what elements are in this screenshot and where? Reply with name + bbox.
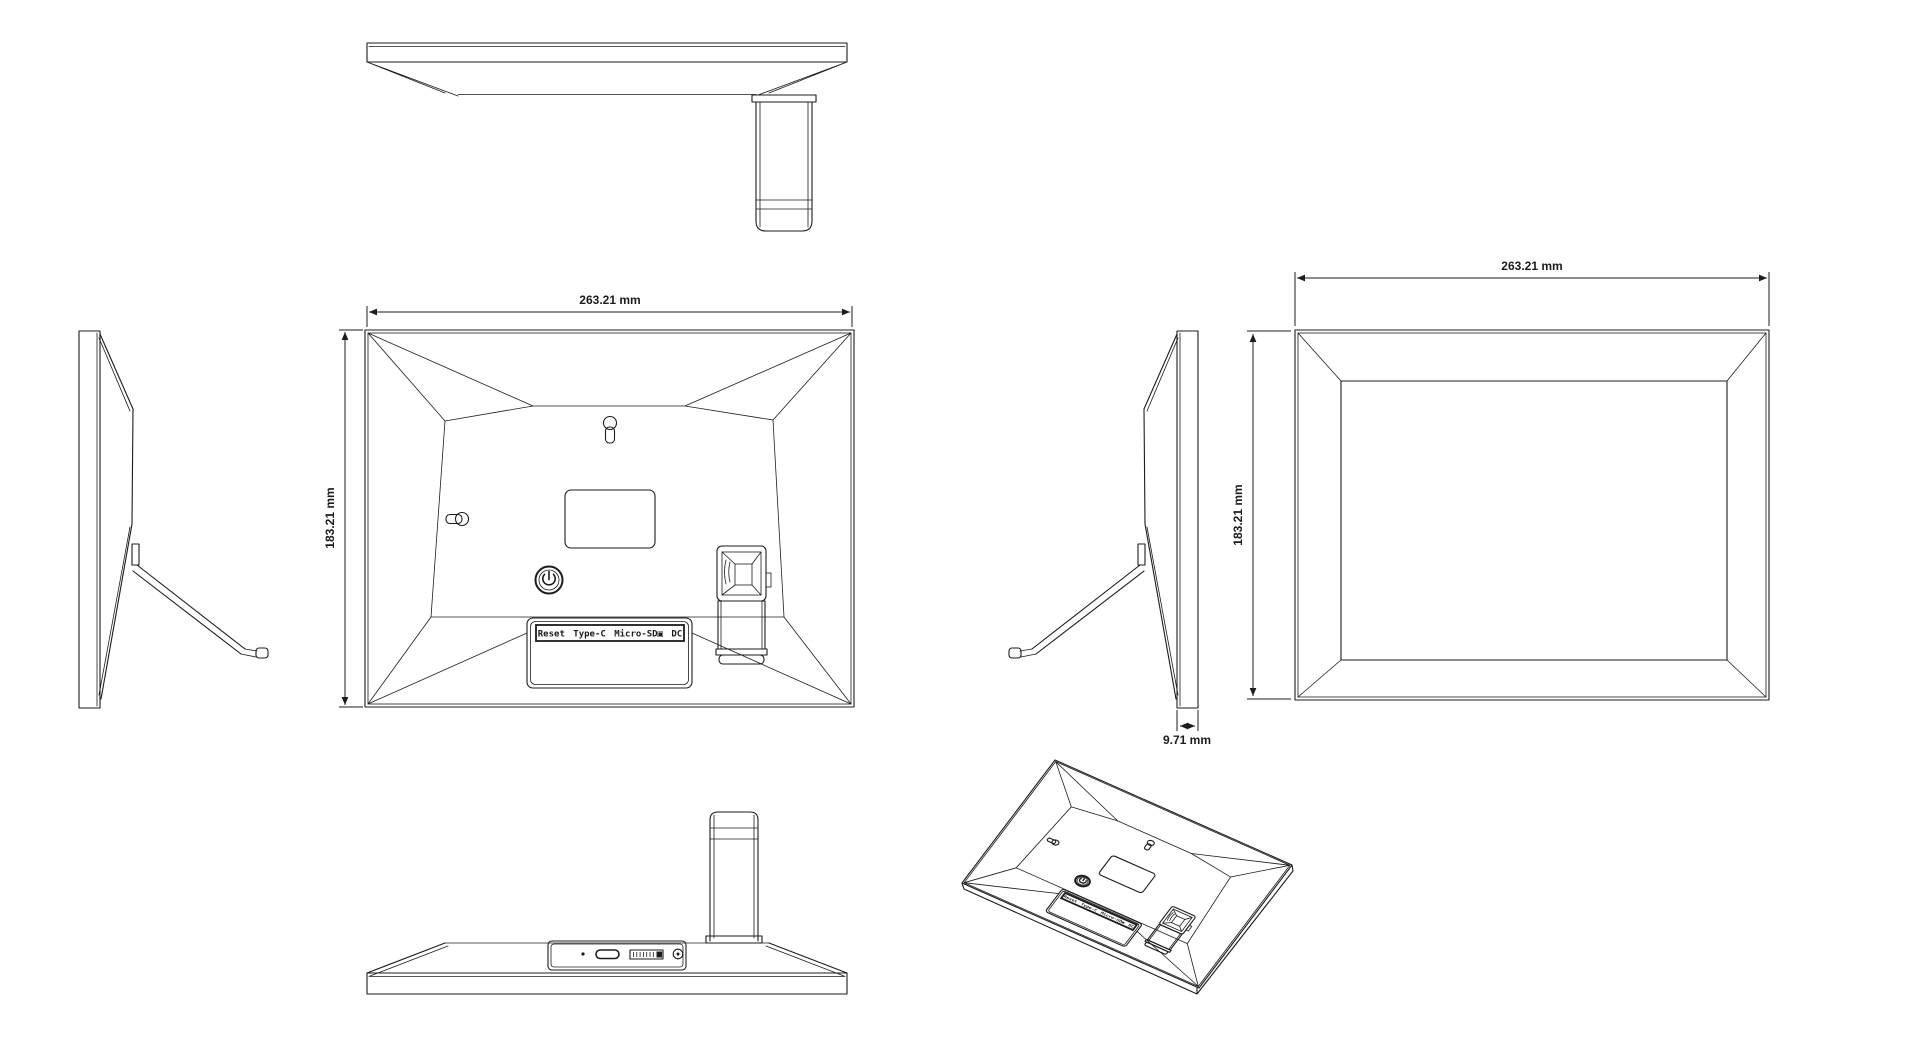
isometric-view: Reset Type-C Micro-SD▣ DC	[961, 760, 1294, 995]
front-height-label: 183.21 mm	[1231, 484, 1245, 545]
port-recess-back: Reset Type-C Micro-SD▣ DC	[526, 617, 693, 689]
stand-top-view	[751, 94, 817, 232]
stand-leg-side	[132, 564, 269, 659]
micro-sd-slot-icon	[629, 949, 664, 960]
iso-thickness-edges	[961, 864, 1294, 995]
right-side-view: 9.71 mm	[1008, 330, 1211, 747]
iso-back-face: Reset Type-C Micro-SD▣ DC	[962, 760, 1292, 988]
depth-dimension: 9.71 mm	[1163, 710, 1211, 747]
front-height-dimension: 183.21 mm	[1231, 330, 1291, 700]
back-height-dimension: 183.21 mm	[323, 329, 363, 708]
left-side-view	[78, 330, 269, 709]
back-width-dimension: 263.21 mm	[366, 293, 853, 327]
label-plate	[564, 489, 656, 549]
port-recess-back: Reset Type-C Micro-SD▣ DC	[1045, 889, 1142, 947]
port-label-text: Reset Type-C Micro-SD▣ DC	[538, 629, 682, 640]
screen	[1340, 380, 1728, 661]
front-view: 263.21 mm 183.21 mm	[1231, 259, 1770, 701]
stand-leg-side	[1008, 564, 1145, 659]
stand-bracket-back	[1143, 906, 1199, 956]
stand-bottom-view	[705, 811, 763, 944]
back-width-label: 263.21 mm	[579, 293, 640, 307]
keyhole-left-icon	[445, 511, 470, 527]
label-plate	[1098, 855, 1156, 893]
port-label-strip	[535, 624, 685, 642]
power-button-icon	[534, 565, 564, 595]
front-width-label: 263.21 mm	[1501, 259, 1562, 273]
top-view	[366, 42, 848, 232]
depth-label: 9.71 mm	[1163, 733, 1211, 747]
back-view: Reset Type-C Micro-SD▣ DC 263.21 mm 183.…	[323, 293, 855, 708]
front-width-dimension: 263.21 mm	[1294, 259, 1770, 326]
keyhole-top-icon	[602, 415, 618, 444]
bracket-side-tab	[765, 572, 772, 588]
reset-pinhole-icon	[581, 952, 585, 956]
back-height-label: 183.21 mm	[323, 487, 337, 548]
stand-hinge	[1137, 543, 1146, 566]
power-button-icon	[1073, 874, 1093, 889]
dc-jack-icon	[672, 948, 684, 960]
keyhole-top-icon	[1143, 839, 1156, 850]
bottom-view	[366, 811, 848, 995]
keyhole-left-icon	[1046, 837, 1060, 846]
stand-bracket-back	[715, 545, 772, 665]
stand-hinge	[131, 543, 140, 566]
port-recess-bottom	[547, 940, 687, 971]
usb-c-port-icon	[595, 949, 620, 960]
